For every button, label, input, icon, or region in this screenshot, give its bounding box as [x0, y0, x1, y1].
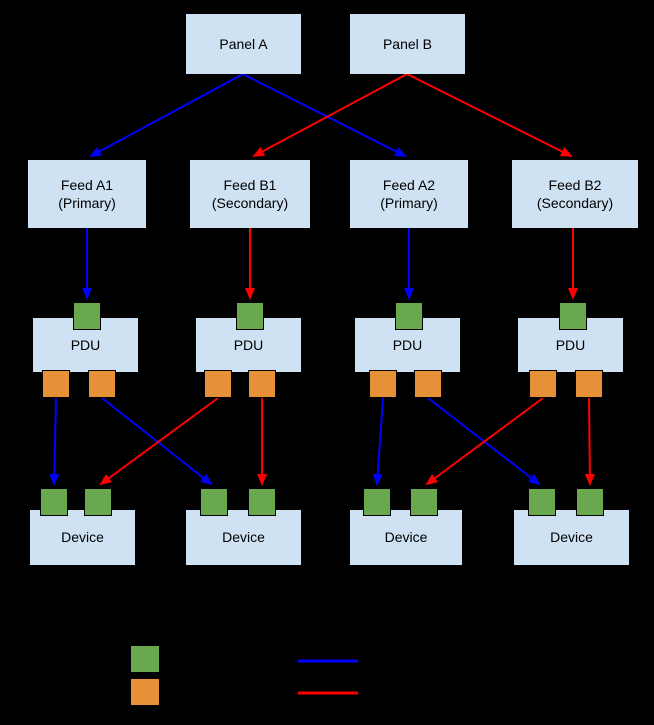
- feed-b1-label: Feed B1: [223, 176, 277, 193]
- feed-a1-label: Feed A1: [60, 176, 114, 193]
- panel-b-label: Panel B: [382, 35, 433, 52]
- pdu2-label: PDU: [233, 336, 264, 353]
- legend-output-port-swatch: [130, 678, 160, 706]
- pdu1-node: PDU: [33, 318, 138, 372]
- device2-label: Device: [222, 529, 265, 546]
- device2-input-port-right: [248, 488, 276, 516]
- pdu3-label: PDU: [392, 336, 423, 353]
- feed-a2-node: Feed A2 (Primary): [350, 160, 468, 228]
- device2-input-port-left: [200, 488, 228, 516]
- feed-a2-label: Feed A2: [382, 176, 436, 193]
- edge-panel-b-feed-b2: [406, 73, 573, 157]
- panel-b-node: Panel B: [350, 14, 465, 74]
- pdu4-output-port-right: [575, 370, 603, 398]
- edge-pdu1-device2: [101, 397, 213, 486]
- feed-b1-node: Feed B1 (Secondary): [190, 160, 310, 228]
- device4-input-port-left: [528, 488, 556, 516]
- feed-a2-sublabel: (Primary): [380, 195, 438, 211]
- panel-a-label: Panel A: [219, 35, 268, 52]
- panel-a-node: Panel A: [186, 14, 301, 74]
- pdu1-input-port: [73, 302, 101, 330]
- feed-a1-sublabel: (Primary): [58, 195, 116, 211]
- edge-pdu1-device1: [49, 397, 60, 486]
- legend-input-port-swatch: [130, 645, 160, 673]
- pdu1-label: PDU: [70, 336, 101, 353]
- feed-b1-sublabel: (Secondary): [211, 195, 289, 211]
- pdu2-input-port: [236, 302, 264, 330]
- feed-a1-node: Feed A1 (Primary): [28, 160, 146, 228]
- device3-label: Device: [384, 529, 428, 546]
- pdu2-output-port-right: [248, 370, 276, 398]
- pdu4-output-port-left: [529, 370, 557, 398]
- feed-b2-label: Feed B2: [548, 176, 602, 193]
- pdu4-input-port: [559, 302, 587, 330]
- edge-pdu4-device4: [584, 397, 595, 486]
- device1-input-port-left: [40, 488, 68, 516]
- edge-pdu2-device1: [99, 397, 219, 486]
- pdu1-output-port-left: [42, 370, 70, 398]
- device4-input-port-right: [576, 488, 604, 516]
- pdu3-output-port-left: [369, 370, 397, 398]
- device4-label: Device: [550, 529, 593, 546]
- device4-node: Device: [514, 510, 629, 565]
- edge-panel-a-feed-a1: [89, 73, 244, 157]
- edge-pdu3-device3: [372, 397, 384, 486]
- feed-b2-sublabel: (Secondary): [536, 195, 614, 211]
- device3-node: Device: [350, 510, 462, 565]
- pdu4-label: PDU: [555, 336, 586, 353]
- device1-input-port-right: [84, 488, 112, 516]
- device1-node: Device: [30, 510, 135, 565]
- pdu2-output-port-left: [204, 370, 232, 398]
- device2-node: Device: [186, 510, 301, 565]
- device1-label: Device: [61, 529, 104, 546]
- pdu3-output-port-right: [414, 370, 442, 398]
- pdu2-node: PDU: [196, 318, 301, 372]
- pdu3-input-port: [395, 302, 423, 330]
- feed-b2-node: Feed B2 (Secondary): [512, 160, 638, 228]
- device3-input-port-left: [363, 488, 391, 516]
- edge-panel-b-feed-b1: [252, 73, 408, 157]
- edge-pdu4-device3: [425, 397, 544, 486]
- device3-input-port-right: [410, 488, 438, 516]
- edge-panel-a-feed-a2: [242, 73, 407, 157]
- pdu1-output-port-right: [88, 370, 116, 398]
